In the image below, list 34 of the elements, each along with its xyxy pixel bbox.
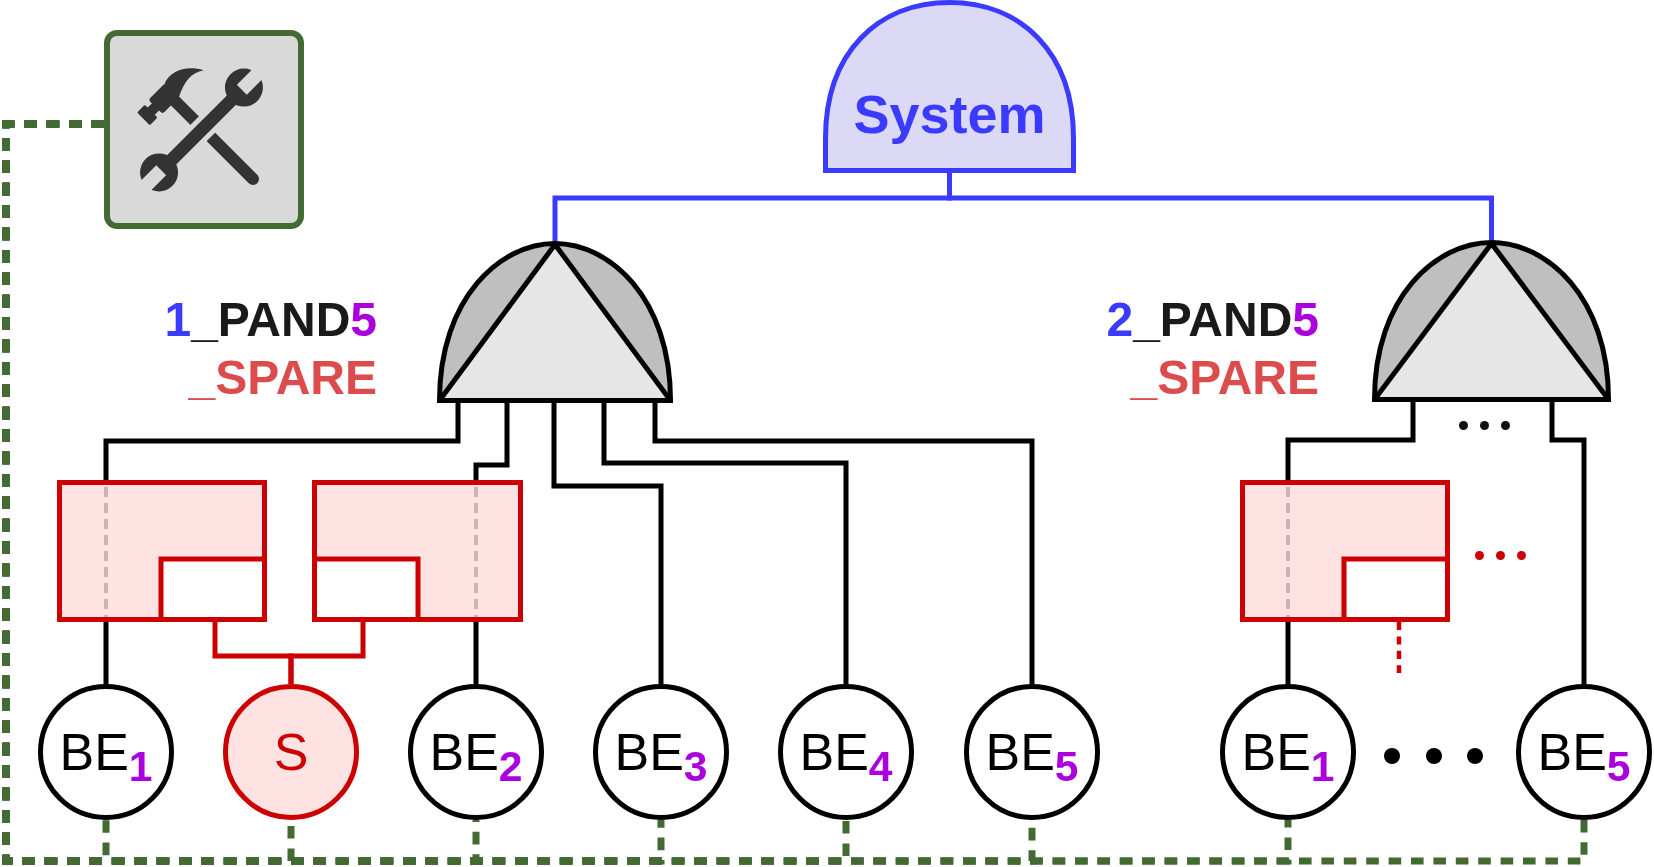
pand-gate-symbol xyxy=(437,241,673,403)
connector-line xyxy=(947,173,1494,240)
spare-gate-box xyxy=(312,480,523,622)
connector-line xyxy=(1285,402,1416,480)
connector-line xyxy=(473,403,510,480)
spare-gate-box xyxy=(1240,480,1450,622)
dashed-connector xyxy=(1396,622,1402,673)
basic-event-circle xyxy=(778,684,914,820)
gate-label: _SPARE xyxy=(188,350,377,406)
connector-line xyxy=(551,403,664,684)
connector-line xyxy=(1549,402,1587,684)
connector-line xyxy=(601,403,849,684)
gate-label: 2_PAND5 xyxy=(1106,292,1319,348)
pand-gate-symbol xyxy=(1372,240,1611,402)
basic-event-circle xyxy=(38,684,174,820)
connector-line xyxy=(652,403,1035,684)
connector-line xyxy=(288,622,366,684)
basic-event-circle xyxy=(1516,684,1652,820)
repair-box xyxy=(104,30,304,229)
dashed-connector xyxy=(2,120,1588,865)
connector-line xyxy=(473,622,479,684)
connector-line xyxy=(103,622,109,684)
basic-event-circle xyxy=(593,684,729,820)
basic-event-circle xyxy=(1220,684,1356,820)
connector-line xyxy=(103,403,461,480)
event-label: S xyxy=(273,726,309,778)
basic-event-circle xyxy=(964,684,1100,820)
connector-line xyxy=(1285,622,1291,684)
spare-event-circle xyxy=(223,684,359,820)
basic-event-circle xyxy=(408,684,544,820)
spare-gate-box xyxy=(57,480,267,622)
gate-label: 1_PAND5 xyxy=(164,292,377,348)
and-gate-symbol xyxy=(823,0,1076,173)
gate-label: _SPARE xyxy=(1130,350,1319,406)
